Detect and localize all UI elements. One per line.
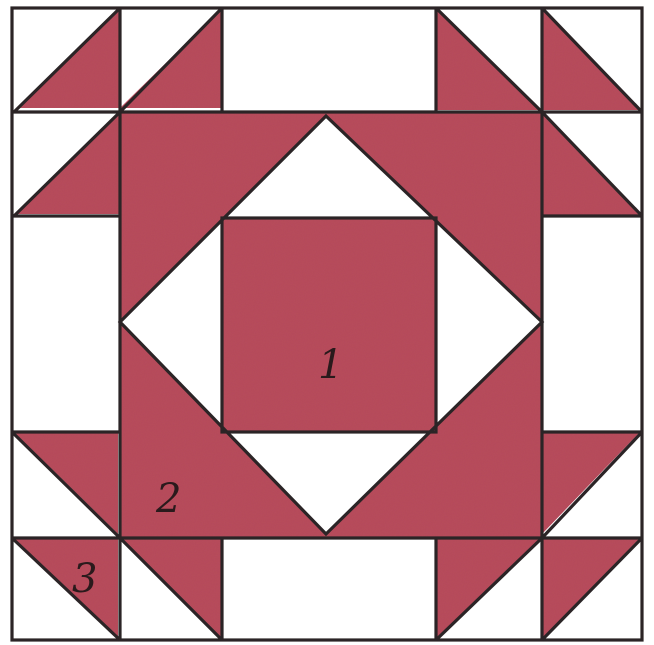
center-square: [222, 218, 436, 432]
piece-label-corner: 3: [72, 556, 97, 602]
piece-label-center: 1: [318, 342, 343, 388]
piece-label-frame: 2: [155, 476, 181, 522]
